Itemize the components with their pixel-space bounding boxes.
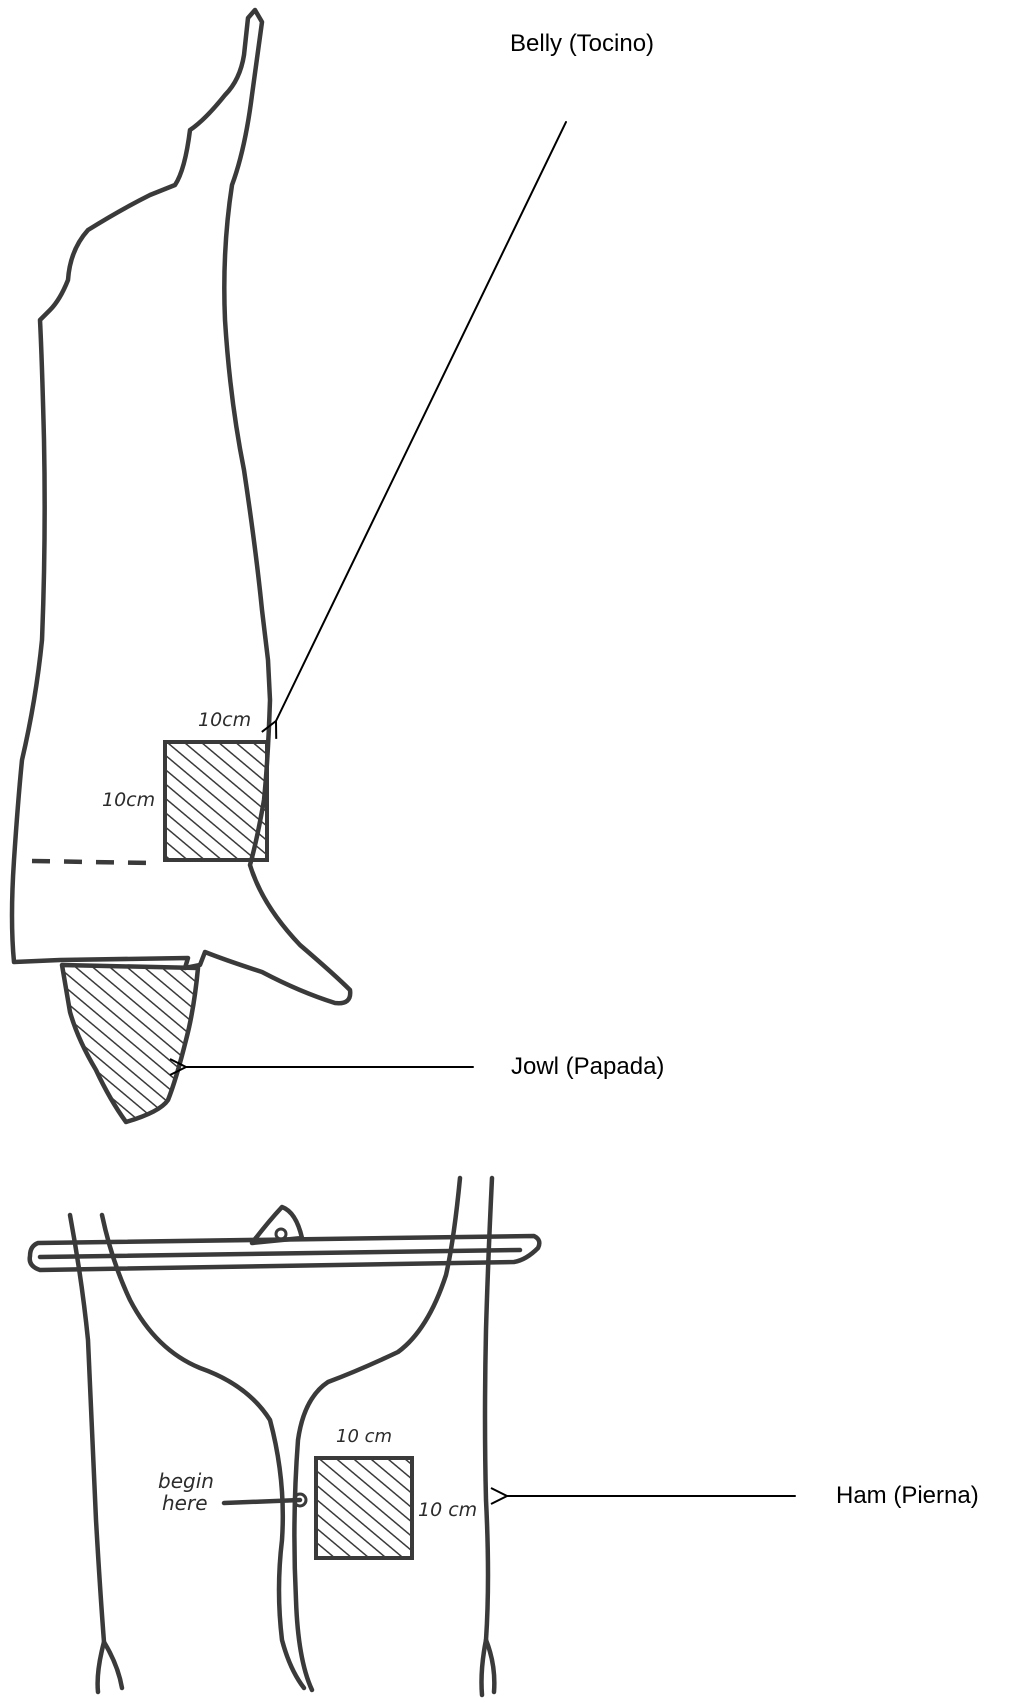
right-ham-outer	[482, 1178, 493, 1695]
ham-sample-square	[316, 1458, 412, 1558]
ham-height-note: 10 cm	[418, 1499, 477, 1521]
begin-note: begin	[158, 1469, 214, 1493]
gambrel-hook-hole	[276, 1229, 286, 1239]
ham-label: Ham (Pierna)	[836, 1484, 979, 1508]
jowl-sample-area	[62, 965, 198, 1122]
left-ham-inner	[102, 1215, 304, 1688]
begin-here-pointer	[224, 1500, 300, 1503]
carcass-side-view: 10cm 10cm	[12, 10, 350, 1122]
left-ham-outer-tail	[104, 1642, 122, 1688]
belly-height-note: 10cm	[102, 789, 155, 811]
cut-line-dashed	[32, 861, 150, 863]
right-ham-outer-tail	[486, 1640, 494, 1692]
jowl-label: Jowl (Papada)	[511, 1055, 664, 1079]
belly-pointer-arrow	[276, 122, 566, 721]
left-ham-outer	[70, 1215, 104, 1692]
belly-width-note: 10cm	[198, 709, 251, 731]
ham-width-note: 10 cm	[336, 1426, 392, 1447]
here-note: here	[162, 1491, 208, 1515]
belly-sample-square	[165, 742, 267, 860]
belly-label: Belly (Tocino)	[510, 32, 654, 56]
carcass-rear-view: 10 cm 10 cm begin here	[30, 1178, 540, 1695]
